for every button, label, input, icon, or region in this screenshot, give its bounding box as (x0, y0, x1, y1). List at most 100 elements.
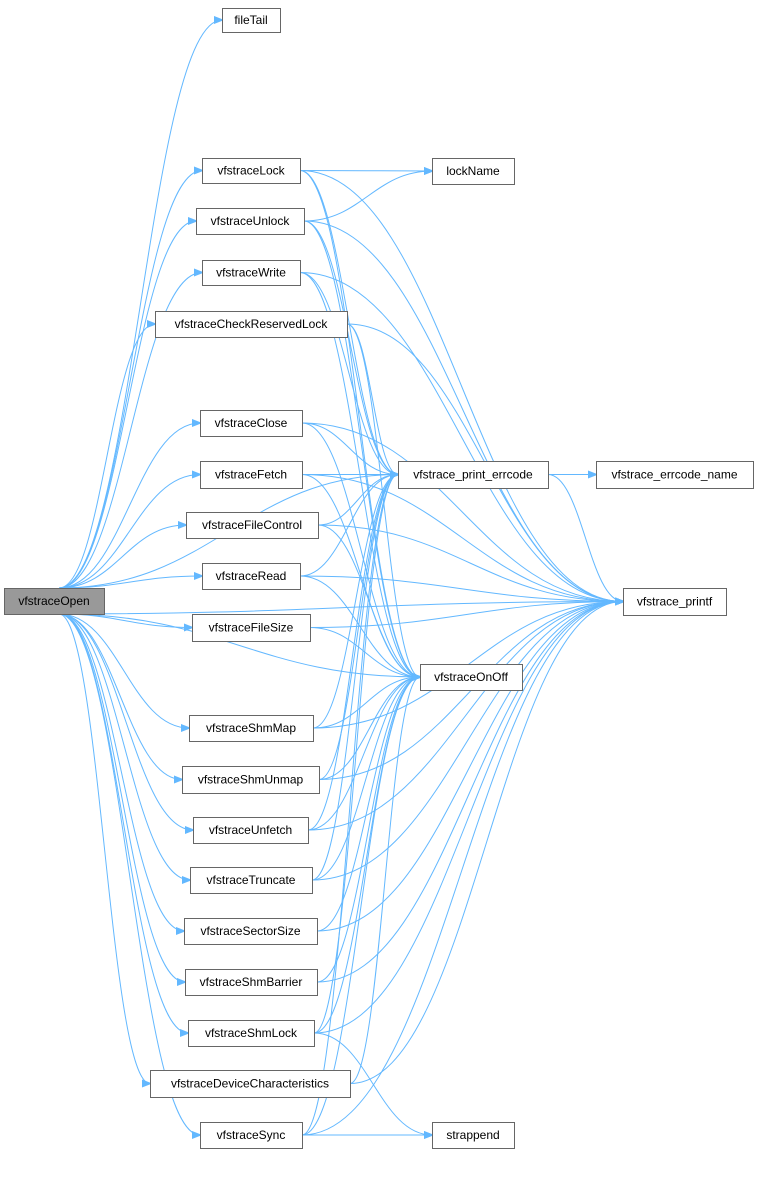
node-box (432, 1122, 515, 1149)
node-lock-name[interactable]: lockName (432, 158, 515, 185)
node-box (193, 817, 309, 844)
edge-vfstrace-sector-size-to-vfstrace-on-off (316, 677, 420, 932)
node-vfstrace-sector-size[interactable]: vfstraceSectorSize (184, 918, 318, 945)
node-label: vfstrace_printf (637, 595, 713, 609)
node-box (202, 563, 301, 590)
edge-vfstrace-unlock-to-vfstrace-print-errcode (303, 220, 398, 475)
node-strappend[interactable]: strappend (432, 1122, 515, 1149)
node-box (189, 715, 314, 742)
edge-vfstrace-close-to-vfstrace-print-errcode (301, 422, 398, 475)
node-box (432, 158, 515, 185)
node-vfstrace-open[interactable]: vfstraceOpen (4, 588, 105, 615)
edge-vfstrace-truncate-to-vfstrace-on-off (311, 677, 420, 881)
edge-vfstrace-unlock-to-lock-name (303, 171, 432, 222)
node-label: vfstraceShmMap (206, 721, 296, 735)
node-box (623, 588, 727, 616)
node-label: vfstraceShmLock (205, 1026, 298, 1040)
edge-vfstrace-file-size-to-vfstrace-printf (309, 602, 623, 628)
node-vfstrace-truncate[interactable]: vfstraceTruncate (190, 867, 313, 894)
node-box (182, 766, 320, 794)
node-vfstrace-printf[interactable]: vfstrace_printf (623, 588, 727, 616)
node-box (202, 158, 301, 184)
edge-vfstrace-shm-map-to-vfstrace-on-off (312, 677, 420, 729)
edge-vfstrace-unfetch-to-vfstrace-on-off (307, 677, 420, 831)
node-box (202, 260, 301, 286)
edge-vfstrace-sector-size-to-vfstrace-printf (316, 602, 623, 932)
node-vfstrace-shm-map[interactable]: vfstraceShmMap (189, 715, 314, 742)
edge-vfstrace-write-to-vfstrace-print-errcode (299, 272, 398, 475)
edge-vfstrace-unlock-to-vfstrace-on-off (303, 220, 420, 677)
node-vfstrace-fetch[interactable]: vfstraceFetch (200, 461, 303, 489)
node-vfstrace-device-characteristics[interactable]: vfstraceDeviceCharacteristics (150, 1070, 351, 1098)
node-box (192, 614, 311, 642)
node-box (188, 1020, 315, 1047)
node-label: vfstraceUnlock (211, 214, 291, 228)
node-label: vfstraceRead (216, 569, 287, 583)
edge-vfstrace-lock-to-vfstrace-print-errcode (299, 170, 398, 475)
edge-vfstrace-open-to-vfstrace-printf (58, 602, 623, 615)
edge-vfstrace-shm-lock-to-vfstrace-printf (313, 602, 623, 1034)
node-vfstrace-print-errcode[interactable]: vfstrace_print_errcode (398, 461, 549, 489)
node-label: fileTail (234, 13, 267, 27)
node-vfstrace-shm-barrier[interactable]: vfstraceShmBarrier (185, 969, 318, 996)
edge-vfstrace-unfetch-to-vfstrace-printf (307, 602, 623, 831)
node-vfstrace-on-off[interactable]: vfstraceOnOff (420, 664, 523, 691)
edge-vfstrace-open-to-vfstrace-unlock (58, 221, 196, 589)
node-label: vfstraceShmUnmap (198, 773, 304, 787)
edge-vfstrace-open-to-vfstrace-shm-barrier (58, 613, 185, 982)
edge-vfstrace-shm-barrier-to-vfstrace-on-off (316, 677, 420, 983)
node-label: vfstraceTruncate (207, 873, 296, 887)
edge-vfstrace-shm-unmap-to-vfstrace-print-errcode (318, 475, 398, 780)
edge-vfstrace-open-to-vfstrace-sector-size (58, 613, 184, 931)
edge-vfstrace-open-to-vfstrace-truncate (58, 613, 190, 880)
node-label: vfstraceFileControl (202, 518, 302, 532)
edge-vfstrace-lock-to-lock-name (299, 171, 432, 172)
node-box (196, 208, 305, 235)
node-vfstrace-shm-unmap[interactable]: vfstraceShmUnmap (182, 766, 320, 794)
node-vfstrace-errcode-name[interactable]: vfstrace_errcode_name (596, 461, 754, 489)
edge-vfstrace-open-to-vfstrace-sync (58, 613, 200, 1135)
edge-vfstrace-unlock-to-vfstrace-printf (303, 220, 623, 602)
node-label: vfstraceLock (217, 164, 285, 178)
node-vfstrace-unlock[interactable]: vfstraceUnlock (196, 208, 305, 235)
edge-vfstrace-open-to-vfstrace-device-characteristics (58, 613, 150, 1084)
edge-vfstrace-shm-unmap-to-vfstrace-on-off (318, 677, 420, 780)
node-vfstrace-unfetch[interactable]: vfstraceUnfetch (193, 817, 309, 844)
edge-vfstrace-open-to-vfstrace-close (58, 423, 200, 589)
edge-vfstrace-close-to-vfstrace-printf (301, 422, 623, 602)
node-box (596, 461, 754, 489)
node-box (184, 918, 318, 945)
node-label: vfstraceFileSize (209, 621, 294, 635)
edge-vfstrace-write-to-vfstrace-printf (299, 272, 623, 602)
node-vfstrace-lock[interactable]: vfstraceLock (202, 158, 301, 184)
node-label: vfstraceSectorSize (200, 924, 300, 938)
edge-vfstrace-device-characteristics-to-vfstrace-printf (349, 602, 623, 1084)
edge-vfstrace-close-to-vfstrace-on-off (301, 422, 420, 677)
node-vfstrace-file-control[interactable]: vfstraceFileControl (186, 512, 319, 539)
node-vfstrace-file-size[interactable]: vfstraceFileSize (192, 614, 311, 642)
node-label: vfstraceCheckReservedLock (175, 317, 329, 331)
node-vfstrace-write[interactable]: vfstraceWrite (202, 260, 301, 286)
edge-vfstrace-open-to-vfstrace-check-reserved-lock (58, 324, 155, 589)
edge-vfstrace-open-to-vfstrace-read (58, 576, 202, 589)
edge-vfstrace-truncate-to-vfstrace-printf (311, 602, 623, 881)
node-vfstrace-read[interactable]: vfstraceRead (202, 563, 301, 590)
node-label: vfstraceUnfetch (209, 823, 292, 837)
node-label: vfstrace_print_errcode (413, 468, 533, 482)
node-label: vfstraceSync (217, 1128, 286, 1142)
node-label: vfstraceShmBarrier (200, 975, 303, 989)
edge-vfstrace-truncate-to-vfstrace-print-errcode (311, 475, 398, 881)
edge-vfstrace-open-to-vfstrace-write (58, 273, 202, 589)
node-vfstrace-sync[interactable]: vfstraceSync (200, 1122, 303, 1149)
edge-vfstrace-shm-lock-to-strappend (313, 1032, 432, 1135)
node-vfstrace-shm-lock[interactable]: vfstraceShmLock (188, 1020, 315, 1047)
node-file-tail[interactable]: fileTail (222, 8, 281, 33)
edge-vfstrace-sync-to-vfstrace-printf (301, 602, 623, 1136)
node-box (186, 512, 319, 539)
edge-vfstrace-open-to-vfstrace-file-control (58, 525, 186, 589)
node-box (190, 867, 313, 894)
node-label: lockName (446, 164, 500, 178)
node-vfstrace-close[interactable]: vfstraceClose (200, 410, 303, 437)
node-vfstrace-check-reserved-lock[interactable]: vfstraceCheckReservedLock (155, 311, 348, 338)
